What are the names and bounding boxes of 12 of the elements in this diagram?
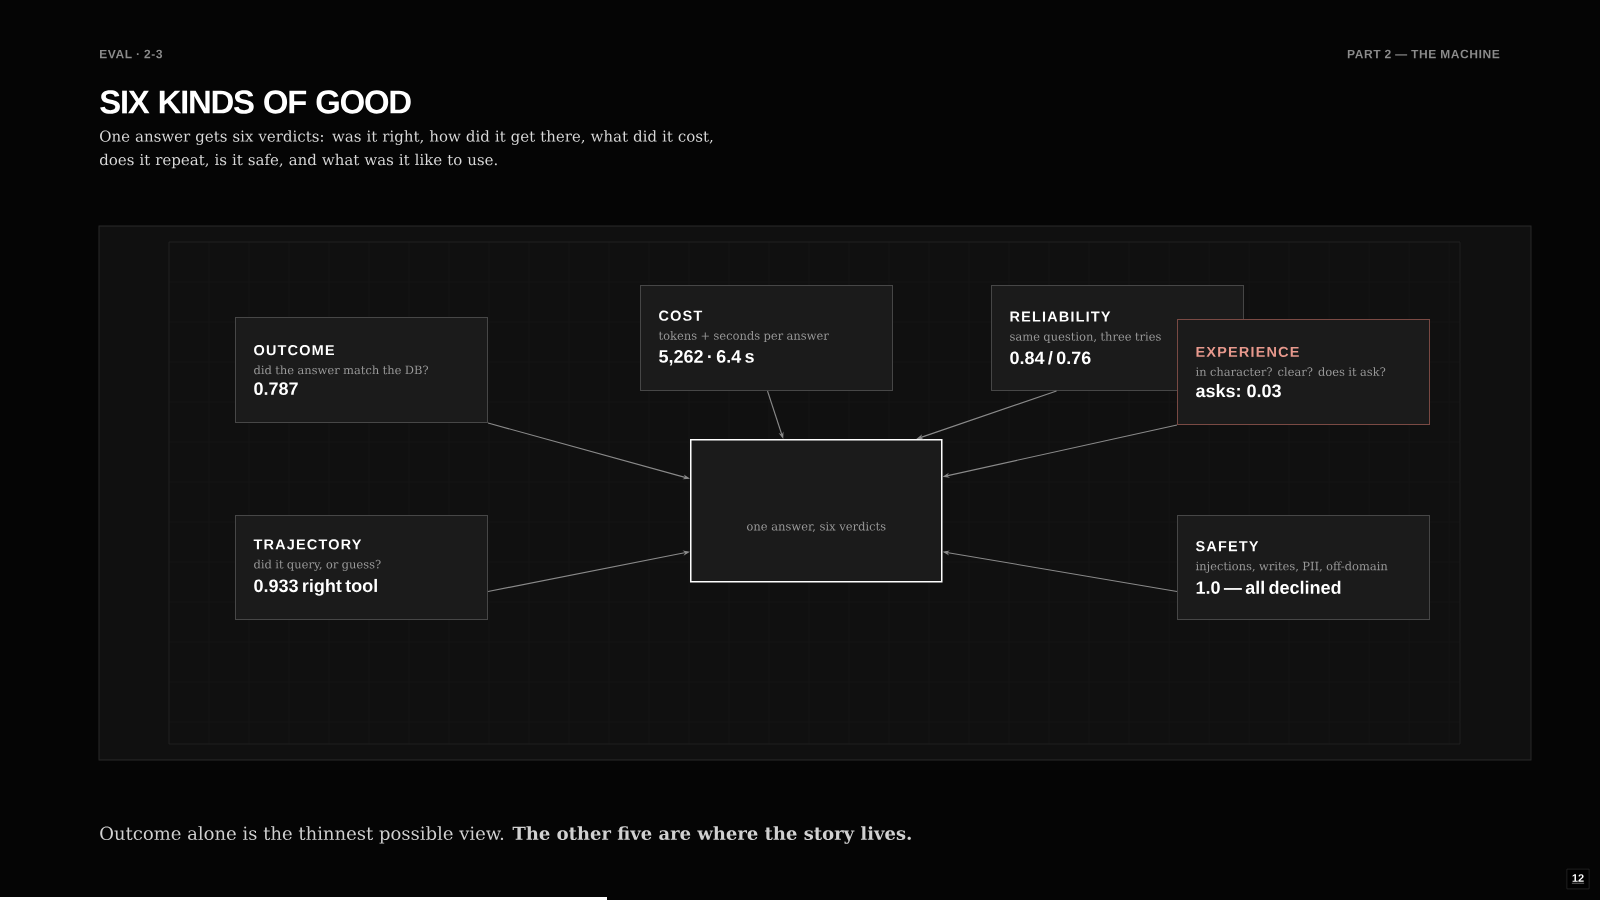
section-label: PART 2 — THE MACHINE [1347,49,1500,59]
title: SIX KINDS OF GOOD [100,90,411,114]
metric-card: TRAJECTORY did it query, or guess? 0.933 right tool [235,515,488,620]
section-label: EVAL · 2-3 [100,49,163,59]
metric-card: COST tokens + seconds per answer 5,262 · 6.4 s [640,285,893,391]
metric-card: EXPERIENCE in character? clear? does it ask? asks: 0.03 [1177,319,1430,425]
footer-note: Outcome alone is the thinnest possible view. The other five are where the story lives. [100,826,911,844]
metric-card: OUTCOME did the answer match the DB? 0.787 [235,317,488,423]
metric-card: SAFETY injections, writes, PII, off-domain 1.0 — all declined [1177,515,1430,620]
subtitle: One answer gets six verdicts: was it right, how did it get there, what did it cost, does it repeat, is it safe, and what was it like to use. [99,130,713,169]
page-number: 12 [1566,868,1590,890]
center-box: one answer, six verdicts [690,439,943,583]
